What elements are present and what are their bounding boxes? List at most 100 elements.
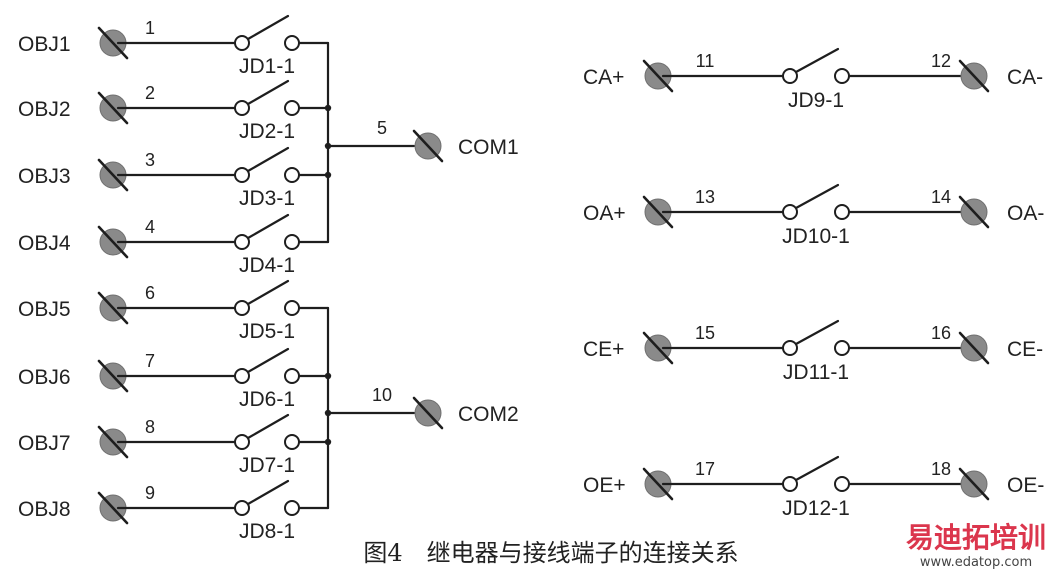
terminal-oa-plus-slash [642,195,674,229]
wire-number: 7 [145,351,155,371]
wire-number: 3 [145,150,155,170]
terminal-oe-minus-slash [958,467,990,501]
common-label: COM2 [458,403,519,426]
terminal-label: OBJ4 [18,232,71,255]
relay-jd10-1-contact-a [782,204,798,220]
wire-number: 16 [931,323,951,343]
relay-jd9-1-blade [794,47,840,74]
wire-number: 11 [696,51,715,71]
terminal-label: OBJ7 [18,432,71,455]
watermark-url: www.edatop.com [920,555,1032,570]
relay-label: JD12-1 [782,497,850,520]
relay-jd7-1-contact-a [234,434,250,450]
terminal-label: OBJ2 [18,98,71,121]
terminal-obj4-slash [97,225,129,259]
relay-label: JD11-1 [783,361,849,384]
terminal-obj2-slash [97,91,129,125]
terminal-oe-plus-slash [642,467,674,501]
terminal-ce-minus-slash [958,331,990,365]
wire-number: 14 [931,187,951,207]
terminal-ca-plus-slash [642,59,674,93]
watermark-logo: 易迪拓培训 [906,521,1046,554]
relay-jd12-1-contact-b [834,476,850,492]
relay-jd11-1-contact-a [782,340,798,356]
relay-label: JD4-1 [239,254,295,277]
relay-jd3-1-contact-a [234,167,250,183]
relay-jd6-1-blade [246,347,290,374]
relay-label: JD6-1 [239,388,295,411]
wire-number: 2 [145,83,155,103]
wire-number: 15 [695,323,715,343]
wire-number: 13 [695,187,715,207]
relay-jd9-1-contact-b [834,68,850,84]
relay-label: JD3-1 [239,187,295,210]
terminal-label: OBJ8 [18,498,71,521]
terminal-com2-slash [412,396,444,430]
relay-jd6-1-contact-b [284,368,300,384]
relay-jd10-1-contact-b [834,204,850,220]
wire-number: 6 [145,283,155,303]
relay-jd5-1-contact-a [234,300,250,316]
relay-label: JD8-1 [239,520,295,543]
relay-jd1-1-contact-a [234,35,250,51]
terminal-label: CA+ [583,66,624,89]
terminal-obj5-slash [97,291,129,325]
relay-jd10-1-blade [794,183,840,210]
relay-jd8-1-blade [246,479,290,506]
terminal-obj1-slash [97,26,129,60]
terminal-label: CA- [1007,66,1043,89]
relay-label: JD9-1 [788,89,844,112]
wire-number: 17 [695,459,715,479]
common-label: COM1 [458,136,519,159]
relay-jd2-1-contact-b [284,100,300,116]
wire-number: 4 [145,217,155,237]
relay-label: JD5-1 [239,320,295,343]
terminal-label: OE+ [583,474,626,497]
terminal-label: CE- [1007,338,1043,361]
terminal-obj7-slash [97,425,129,459]
relay-label: JD7-1 [239,454,295,477]
terminal-label: OA- [1007,202,1044,225]
relay-jd1-1-contact-b [284,35,300,51]
terminal-obj3-slash [97,158,129,192]
relay-jd12-1-contact-a [782,476,798,492]
relay-jd7-1-contact-b [284,434,300,450]
wire-number: 12 [931,51,951,71]
figure-caption: 图4 继电器与接线端子的连接关系 [363,539,738,567]
terminal-label: OBJ1 [18,33,71,56]
relay-jd11-1-contact-b [834,340,850,356]
relay-jd2-1-contact-a [234,100,250,116]
relay-jd5-1-contact-b [284,300,300,316]
relay-label: JD2-1 [239,120,295,143]
relay-jd1-1-blade [246,14,290,41]
terminal-label: OA+ [583,202,626,225]
relay-jd9-1-contact-a [782,68,798,84]
junction-dot [324,142,332,150]
relay-jd8-1-contact-a [234,500,250,516]
relay-jd7-1-blade [246,413,290,440]
terminal-label: OBJ3 [18,165,71,188]
terminal-label: OBJ6 [18,366,71,389]
wire-number: 9 [145,483,155,503]
relay-label: JD10-1 [782,225,850,248]
relay-jd4-1-contact-a [234,234,250,250]
terminal-ce-plus-slash [642,331,674,365]
relay-jd5-1-blade [246,279,290,306]
junction-dot [324,409,332,417]
common-wire-number: 10 [372,385,392,405]
terminal-obj6-slash [97,359,129,393]
relay-jd6-1-contact-a [234,368,250,384]
relay-jd3-1-contact-b [284,167,300,183]
terminal-label: CE+ [583,338,624,361]
relay-jd4-1-blade [246,213,290,240]
relay-jd4-1-contact-b [284,234,300,250]
terminal-com1-slash [412,129,444,163]
terminal-obj8-slash [97,491,129,525]
common-wire-number: 5 [377,118,387,138]
wire-number: 18 [931,459,951,479]
terminal-ca-minus-slash [958,59,990,93]
terminal-label: OE- [1007,474,1044,497]
wire-number: 8 [145,417,155,437]
